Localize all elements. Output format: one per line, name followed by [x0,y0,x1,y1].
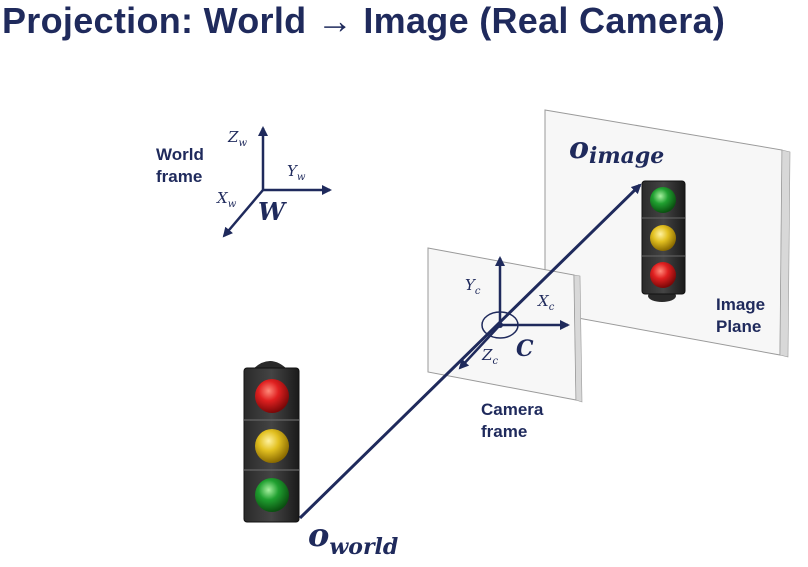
camera-frame-label-2: frame [481,422,527,441]
green-light [255,478,289,512]
camera-z-label: Zc [481,346,498,367]
world-origin-label: W [258,197,287,226]
world-frame-label-1: World [156,145,204,164]
traffic-light-world [243,361,300,523]
red-light [255,379,289,413]
projection-ray [298,183,642,520]
world-point-label: oworld [308,516,398,560]
world-axes [222,126,332,238]
camera-frame-label-1: Camera [481,400,544,419]
camera-y-label: Yc [465,276,481,297]
world-y-label: Yw [287,162,306,183]
image-point-label: oimage [569,131,664,169]
traffic-light-image [641,180,686,302]
image-plane-label-2: Plane [716,317,761,336]
world-z-label: Zw [227,128,247,149]
yellow-light-small [650,225,676,251]
red-light-small [650,262,676,288]
camera-x-label: Xc [537,292,555,313]
green-light-small [650,187,676,213]
world-frame-label-2: frame [156,167,202,186]
slide-title: Projection: World → Image (Real Camera) [2,0,726,41]
camera-axes [458,256,570,370]
yellow-light [255,429,289,463]
world-x-label: Xw [216,189,237,210]
camera-origin-label: C [516,336,534,362]
image-plane-label-1: Image [716,295,765,314]
